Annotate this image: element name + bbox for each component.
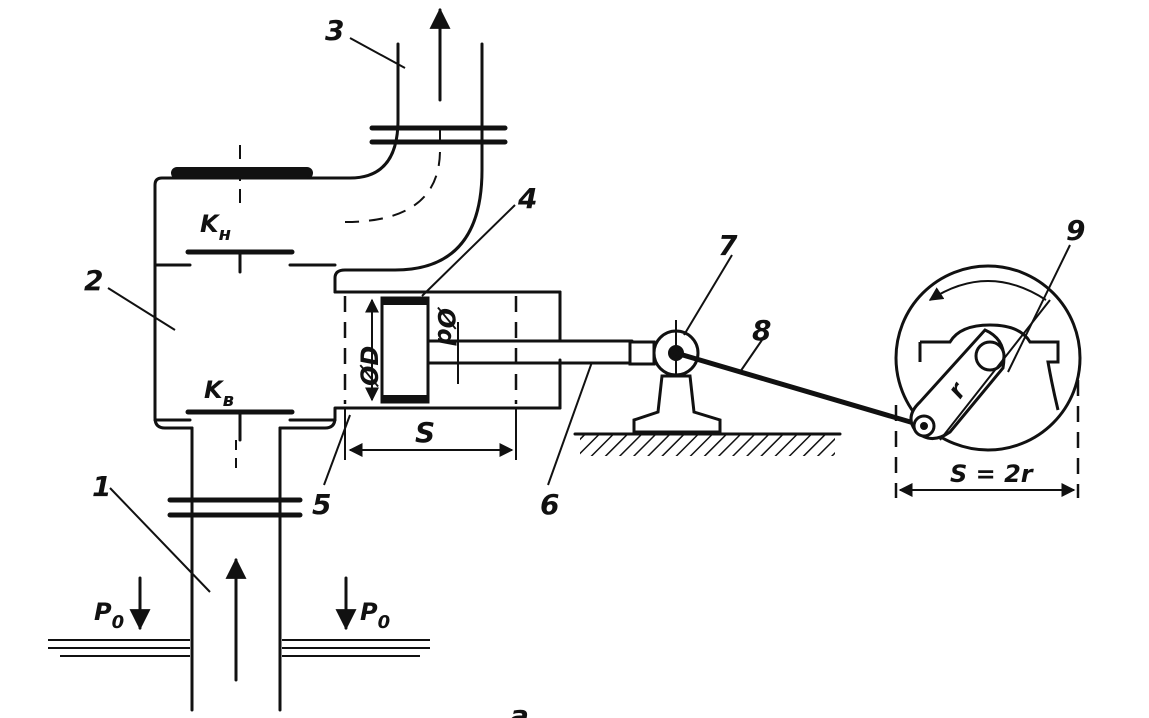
discharge-pipe	[318, 7, 508, 272]
label-discharge-valve: Kн	[200, 210, 231, 245]
label-rod-diameter: Ød	[432, 306, 460, 346]
label-pressure-right: P0	[360, 598, 390, 633]
leader-lines	[107, 37, 1071, 593]
piston	[380, 296, 430, 404]
label-stroke: S	[415, 416, 435, 449]
connecting-rod	[673, 350, 927, 429]
suction-pipe	[167, 426, 303, 712]
label-piston: 4	[517, 182, 537, 215]
label-discharge-pipe: 3	[325, 14, 344, 47]
label-piston-diameter: ØD	[356, 346, 384, 388]
label-connecting-rod: 8	[752, 314, 771, 347]
label-cylinder: 5	[312, 488, 331, 521]
label-piston-rod: 6	[540, 488, 559, 521]
water-surface	[48, 639, 430, 657]
piston-rod	[426, 322, 656, 384]
caption: а	[510, 699, 529, 718]
valve-box	[153, 145, 382, 430]
label-crosshead: 7	[718, 229, 738, 262]
label-pressure-left: P0	[94, 598, 124, 633]
label-stroke-formula: S = 2r	[950, 460, 1035, 488]
label-valve-box: 2	[84, 264, 103, 297]
discharge-valve	[185, 249, 295, 274]
stroke-dimension	[344, 408, 517, 460]
cylinder	[343, 290, 562, 410]
label-crank: 9	[1066, 214, 1085, 247]
label-suction-pipe: 1	[92, 470, 111, 503]
crank-stroke-dimension	[894, 380, 1080, 498]
label-suction-valve: Kв	[204, 376, 234, 411]
suction-valve	[185, 409, 295, 442]
crank-wheel	[894, 264, 1082, 452]
